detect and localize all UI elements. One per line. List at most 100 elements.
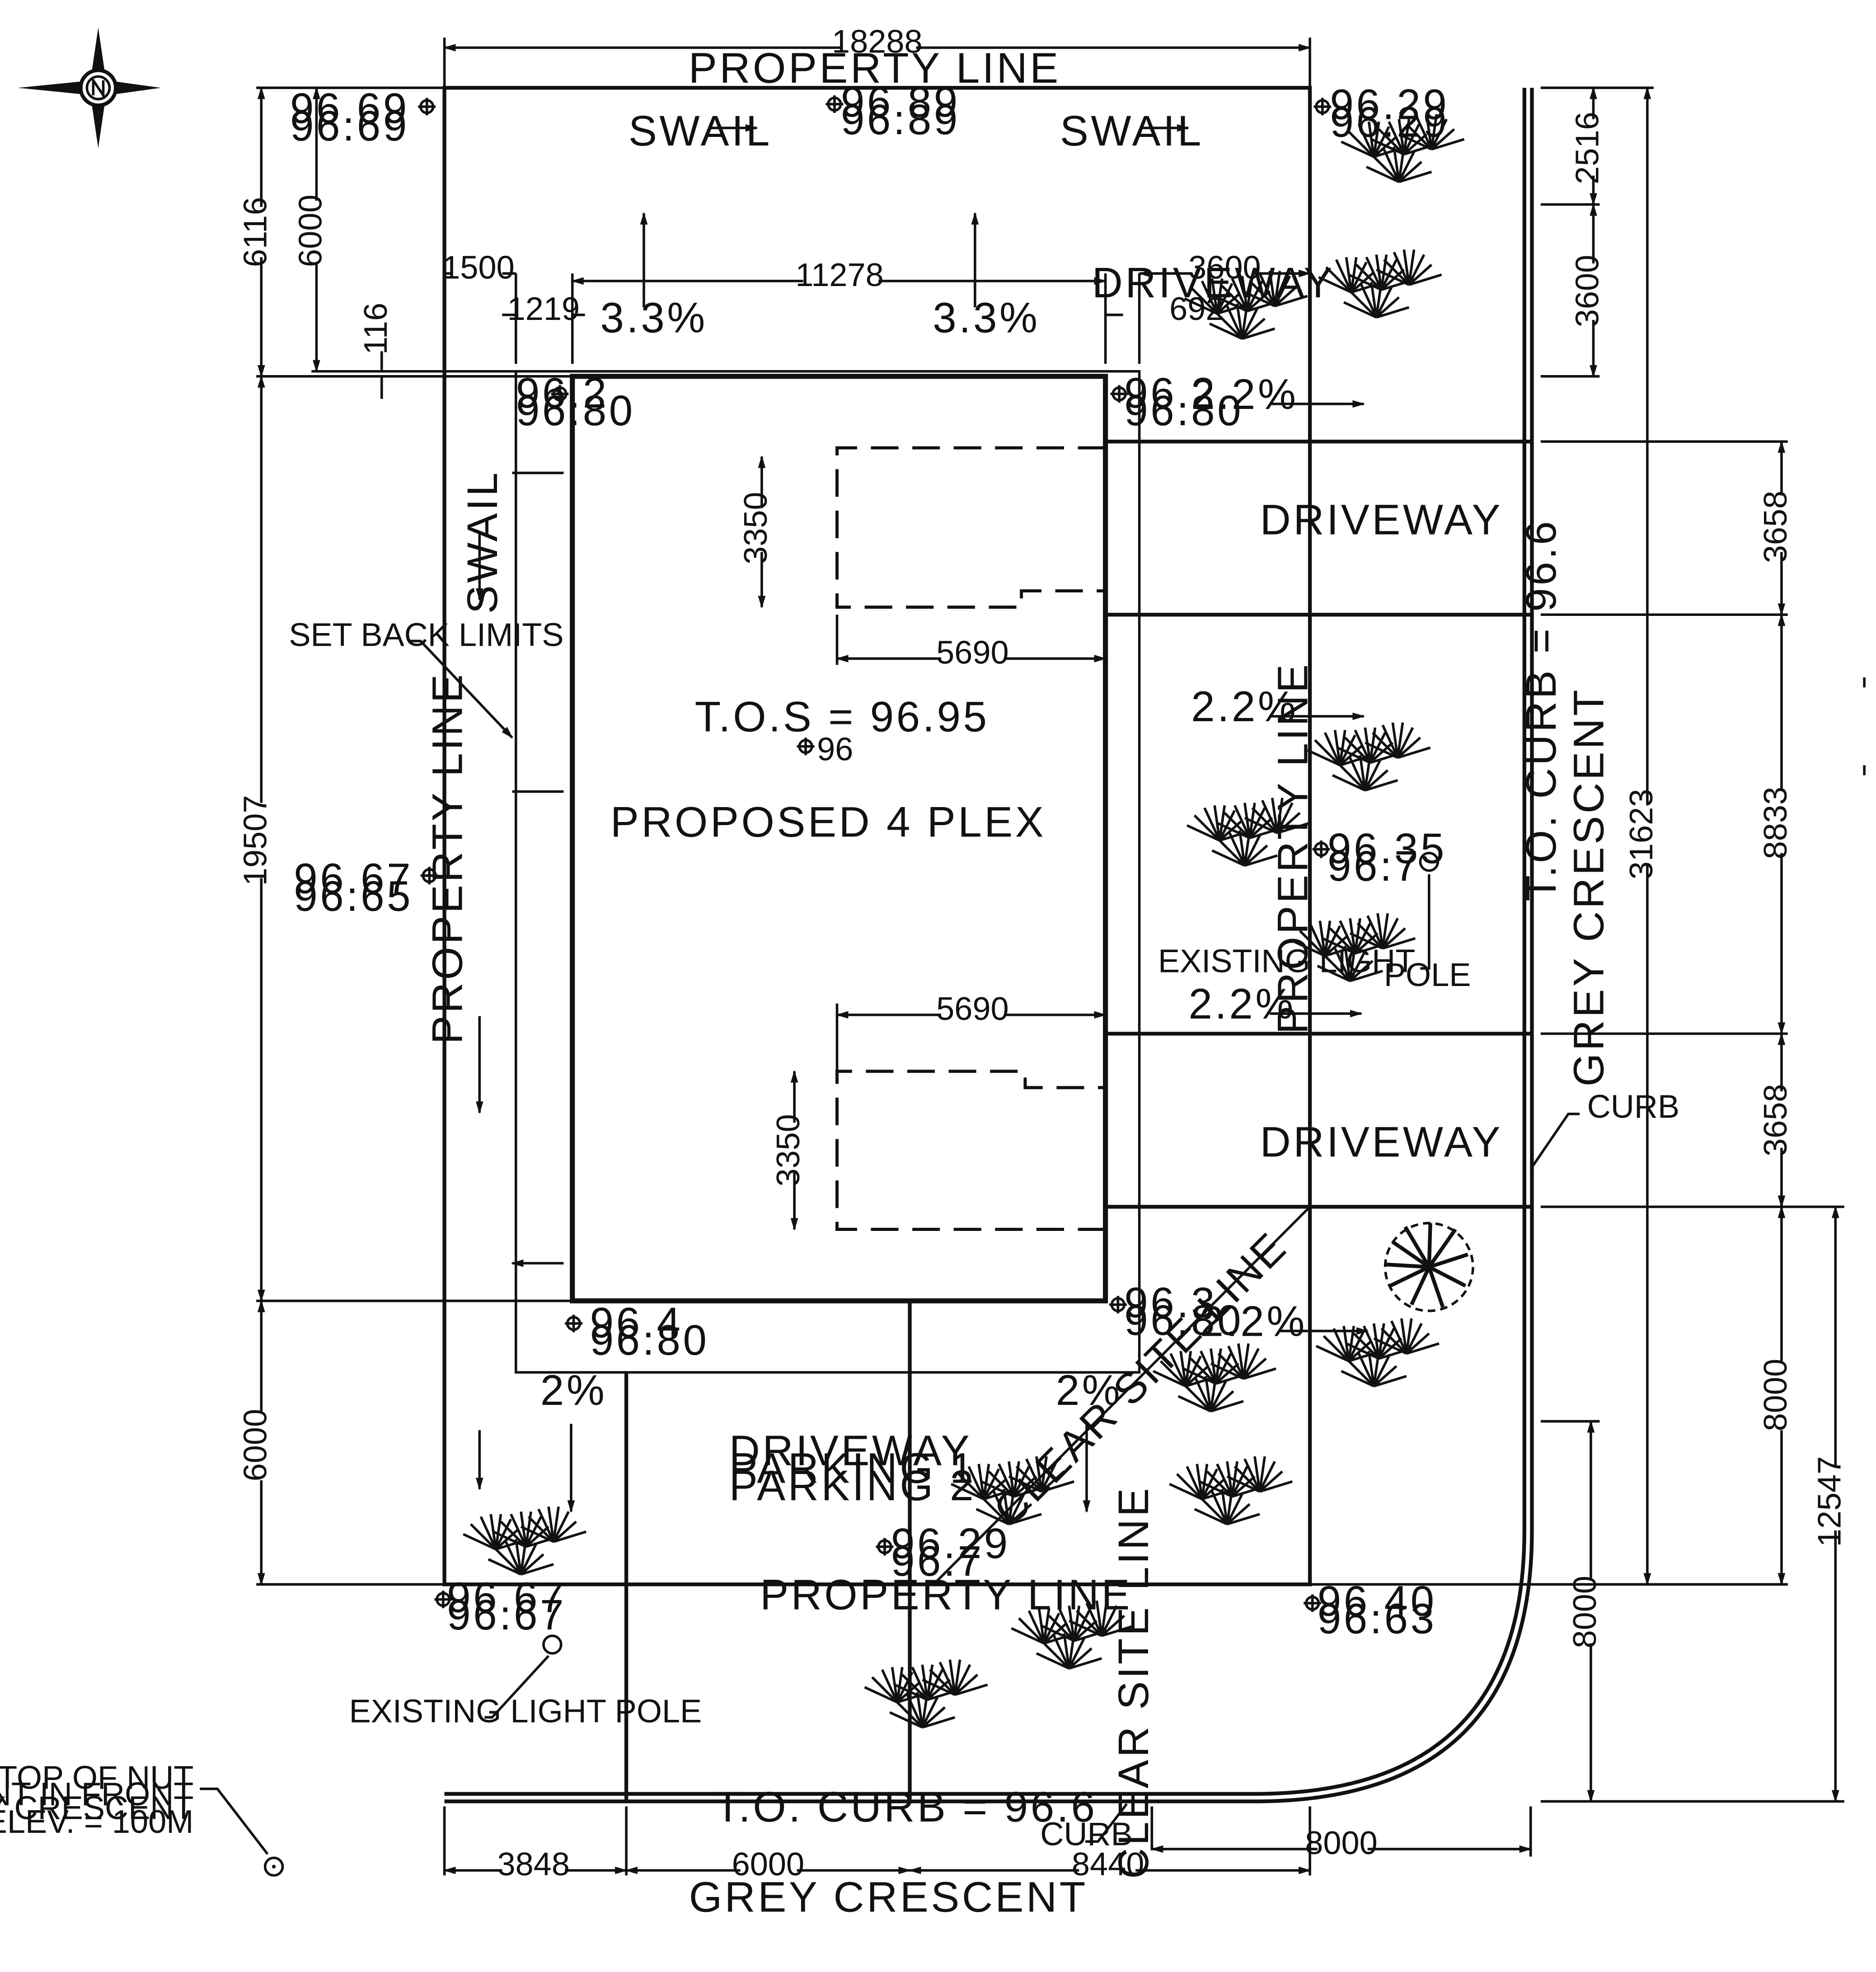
dimension-label: 116 — [358, 303, 394, 355]
north-arrow-icon — [18, 28, 161, 148]
dimension-label: 8000 — [1567, 1576, 1603, 1648]
street-label: GREY CRESCENT — [689, 1874, 1088, 1921]
dimension-label: 12547 — [1811, 1456, 1848, 1547]
curb-lines — [444, 88, 1534, 1803]
dimension-label: 6116 — [237, 197, 273, 267]
elevation-label: 96.2 — [516, 370, 609, 417]
tos-point-label: 96 — [817, 731, 853, 767]
curb-label: CURB — [1040, 1817, 1132, 1853]
dimension-label: 1219 — [507, 291, 580, 327]
elevation-label: 96.29 — [1330, 81, 1449, 129]
light-pole-label: POLE — [1384, 957, 1471, 993]
slope-label: 2.2% — [1191, 371, 1298, 418]
dimension-label: 8833 — [1758, 787, 1794, 859]
elevation-label: 96.67 — [447, 1574, 566, 1621]
tos-label: T.O.S = 96.95 — [695, 693, 990, 741]
slope-label: 3.3% — [933, 295, 1040, 342]
light-pole-label: EXISTING LIGHT POLE — [349, 1694, 702, 1730]
dimension-label: 3350 — [770, 1114, 807, 1187]
garage-outlines — [835, 446, 1106, 1231]
elevation-label: 96.3 — [1124, 1279, 1217, 1327]
street-label: GREY CRESCENT — [1566, 687, 1613, 1086]
slope-label: 2.2% — [1189, 981, 1296, 1028]
elevation-label: 96.40 — [1318, 1578, 1437, 1625]
property-line-label: PROPERTY LINE — [689, 45, 1061, 92]
tree-icon — [1384, 1221, 1474, 1312]
parking-label: PARKING 1 — [729, 1445, 976, 1492]
light-pole-icon — [1419, 851, 1440, 970]
dimension-label: 8440 — [1072, 1846, 1144, 1883]
dimension-label: 692 — [1169, 291, 1224, 327]
dimension-label: 19507 — [237, 795, 273, 886]
swail-label: SWAIL — [1060, 108, 1204, 155]
slope-labels: 3.3% 3.3% 2.2% 2.2% 2.2% 2.2% 2% 2% — [540, 295, 1307, 1415]
elevation-label: 96.69 — [290, 103, 409, 150]
swail-label: SWAIL — [628, 108, 772, 155]
slope-label: 2.2% — [1200, 1298, 1307, 1346]
elevation-label: 96.7 — [891, 1538, 984, 1585]
elevation-label: 96.80 — [590, 1317, 709, 1364]
benchmark-label: ON HYDRANT IN FRONT — [0, 1776, 193, 1812]
dimension-label: 31623 — [1623, 789, 1660, 880]
building-footprint — [570, 374, 1108, 1304]
dimension-labels: 18288 6116 6000 116 1500 1219 11278 3600… — [237, 24, 1848, 1883]
drainage-arrows — [476, 124, 1369, 1513]
dimension-label: 3658 — [1758, 1084, 1794, 1157]
elevation-label: 96.80 — [1124, 387, 1243, 435]
slope-label: 2.2% — [1191, 683, 1298, 731]
dimension-label: 3600 — [1570, 255, 1606, 328]
clear-site-label: CLEAR SITE LINE — [1110, 1486, 1158, 1879]
elevation-label: 96.2 — [1124, 370, 1217, 417]
property-line-label: PROPERTY LINE — [760, 1572, 1132, 1619]
building-label: PROPOSED 4 PLEX — [610, 799, 1046, 846]
elevation-label: 96.67 — [447, 1592, 566, 1639]
curb-elevation-label: T.O. CURB = 96.6 — [1518, 519, 1565, 901]
curb-elevation-label: T.O. CURB = 96.6 — [715, 1784, 1097, 1831]
slope-label: 2% — [1056, 1367, 1123, 1414]
slope-label: 2% — [540, 1367, 607, 1414]
text-labels: PROPERTY LINE PROPERTY LINE PROPERTY LIN… — [0, 45, 1679, 1921]
property-boundary — [442, 86, 1312, 1587]
swail-label: SWAIL — [459, 470, 507, 614]
setback-label: SET BACK LIMITS — [289, 617, 563, 653]
benchmark-label: OF 743 GREY CRESCENT — [0, 1790, 193, 1826]
dimension-label: 8000 — [1758, 1359, 1794, 1432]
driveway-label: DRIVEWAY — [1260, 1119, 1503, 1166]
parking-label: PARKING 2 — [729, 1462, 976, 1510]
dimension-label: 2516 — [1570, 112, 1606, 184]
light-pole-icon — [484, 1634, 563, 1719]
slope-label: 3.3% — [600, 295, 708, 342]
dimension-label: 3658 — [1758, 491, 1794, 563]
dimension-label: 6000 — [293, 195, 329, 268]
benchmark-label: ELEV. = 100M — [0, 1804, 193, 1840]
elevation-label: 96.80 — [1124, 1297, 1243, 1344]
elevation-label: 96.69 — [290, 85, 409, 132]
elevation-label: 96.67 — [294, 855, 413, 903]
elevation-label: 96.7 — [1327, 843, 1421, 890]
curb-label: CURB — [1587, 1089, 1679, 1125]
dimension-label: 8000 — [1305, 1825, 1378, 1861]
dimension-label: 3848 — [497, 1846, 570, 1883]
elevation-label: 96.29 — [1330, 99, 1449, 146]
setback-limits-rect — [515, 370, 1141, 1374]
elevation-label: 96.35 — [1327, 825, 1447, 873]
dimension-label: 3350 — [738, 492, 774, 564]
driveway-label: DRIVEWAY — [1092, 259, 1335, 307]
dimension-label: 3600 — [1188, 249, 1261, 286]
dimension-lines — [261, 47, 1835, 1870]
driveway-label: DRIVEWAY — [729, 1427, 972, 1474]
elevation-label: 96.29 — [891, 1520, 1010, 1568]
elevation-labels: 96.69 96.69 96.89 96.89 96.29 96.29 96.2… — [290, 79, 1449, 1643]
dimension-label: 5690 — [936, 991, 1009, 1027]
dimension-label: 5690 — [936, 635, 1009, 671]
dimension-label: 11278 — [795, 257, 883, 293]
hydrant-benchmark-icon — [200, 1787, 284, 1877]
elevation-label: 96.65 — [294, 873, 413, 920]
elevation-label: 96.63 — [1318, 1595, 1437, 1643]
leader-lines — [408, 639, 1580, 1843]
driveway-cells — [624, 440, 1531, 1800]
property-line-label: PROPERTY LINE — [1270, 662, 1317, 1034]
dimension-label: 6000 — [237, 1409, 273, 1482]
elevation-markers — [418, 95, 1332, 1612]
elevation-label: 96.89 — [841, 96, 960, 144]
